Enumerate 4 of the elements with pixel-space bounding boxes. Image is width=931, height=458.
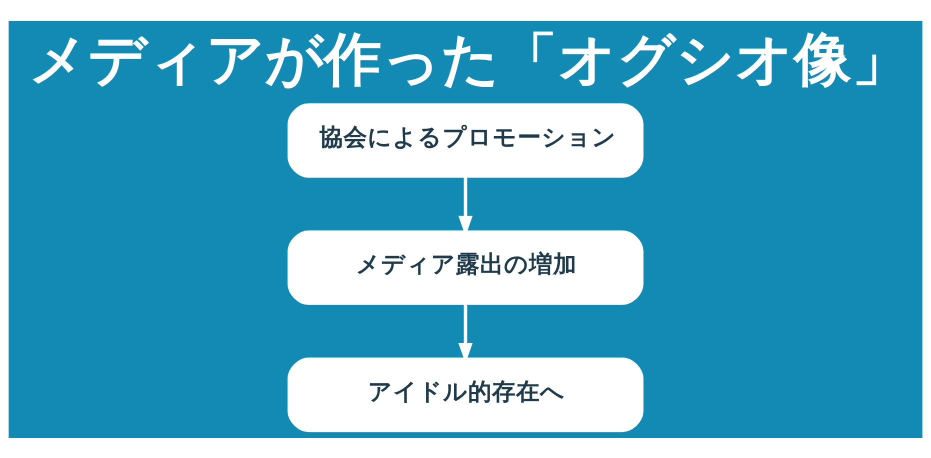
node-box: アイドル的存在へ [288,356,644,432]
node-box: メディア露出の増加 [288,230,644,304]
diagram-title: メディアが作った「オグシオ像」 [29,25,910,92]
node-box: 協会によるプロモーション [288,102,644,178]
